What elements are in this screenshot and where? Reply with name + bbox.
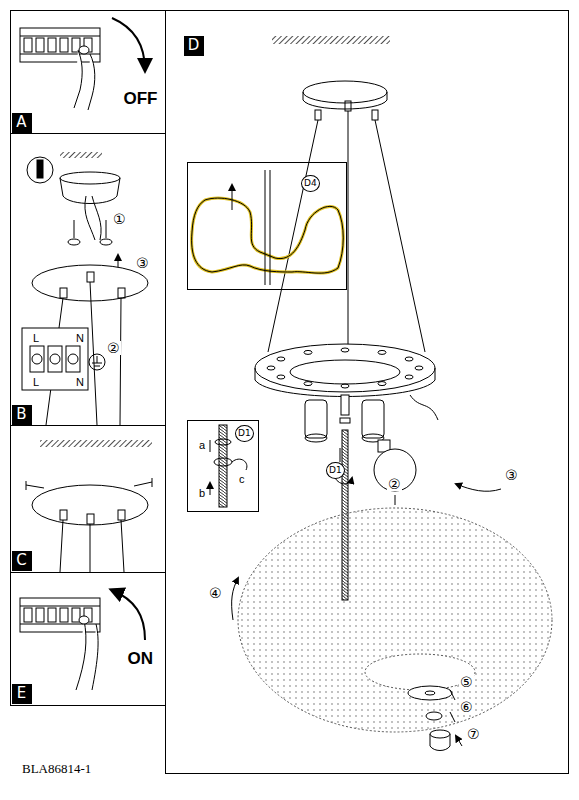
callout-number: ② [387, 477, 402, 491]
detail-inset: D4 [187, 162, 347, 290]
step-letter: D [184, 36, 204, 56]
callout-number: c [238, 474, 246, 485]
step-letter: B [12, 405, 32, 425]
callout-number: ② [106, 341, 121, 355]
callout-number: N [75, 333, 85, 344]
step-panel: A OFF [10, 10, 166, 134]
callout-number: ③ [135, 256, 150, 270]
detail-label: D4 [301, 175, 320, 192]
detail-label: D1 [235, 425, 254, 442]
step-letter: E [12, 684, 32, 704]
switch-state: ON [128, 650, 154, 667]
switch-state: OFF [124, 90, 158, 107]
callout-number: L [32, 377, 40, 388]
callout-number: ⑤ [459, 675, 474, 689]
step-letter: C [12, 551, 32, 571]
step-panel: E ON [10, 572, 166, 706]
callout-number: b [198, 488, 206, 499]
callout-number: D1 [326, 462, 345, 479]
callout-number: N [75, 377, 85, 388]
callout-number: L [32, 333, 40, 344]
document-code: BLA86814-1 [22, 762, 91, 775]
callout-number: ① [112, 212, 127, 226]
callout-number: ⑥ [459, 700, 474, 714]
step-panel: C [10, 425, 166, 573]
callout-number: ④ [208, 586, 223, 600]
step-letter: A [12, 113, 32, 133]
callout-number: ③ [504, 468, 519, 482]
callout-number: ⑦ [466, 727, 481, 741]
step-panel: D D4D1 [165, 10, 569, 774]
callout-number: a [198, 440, 206, 451]
